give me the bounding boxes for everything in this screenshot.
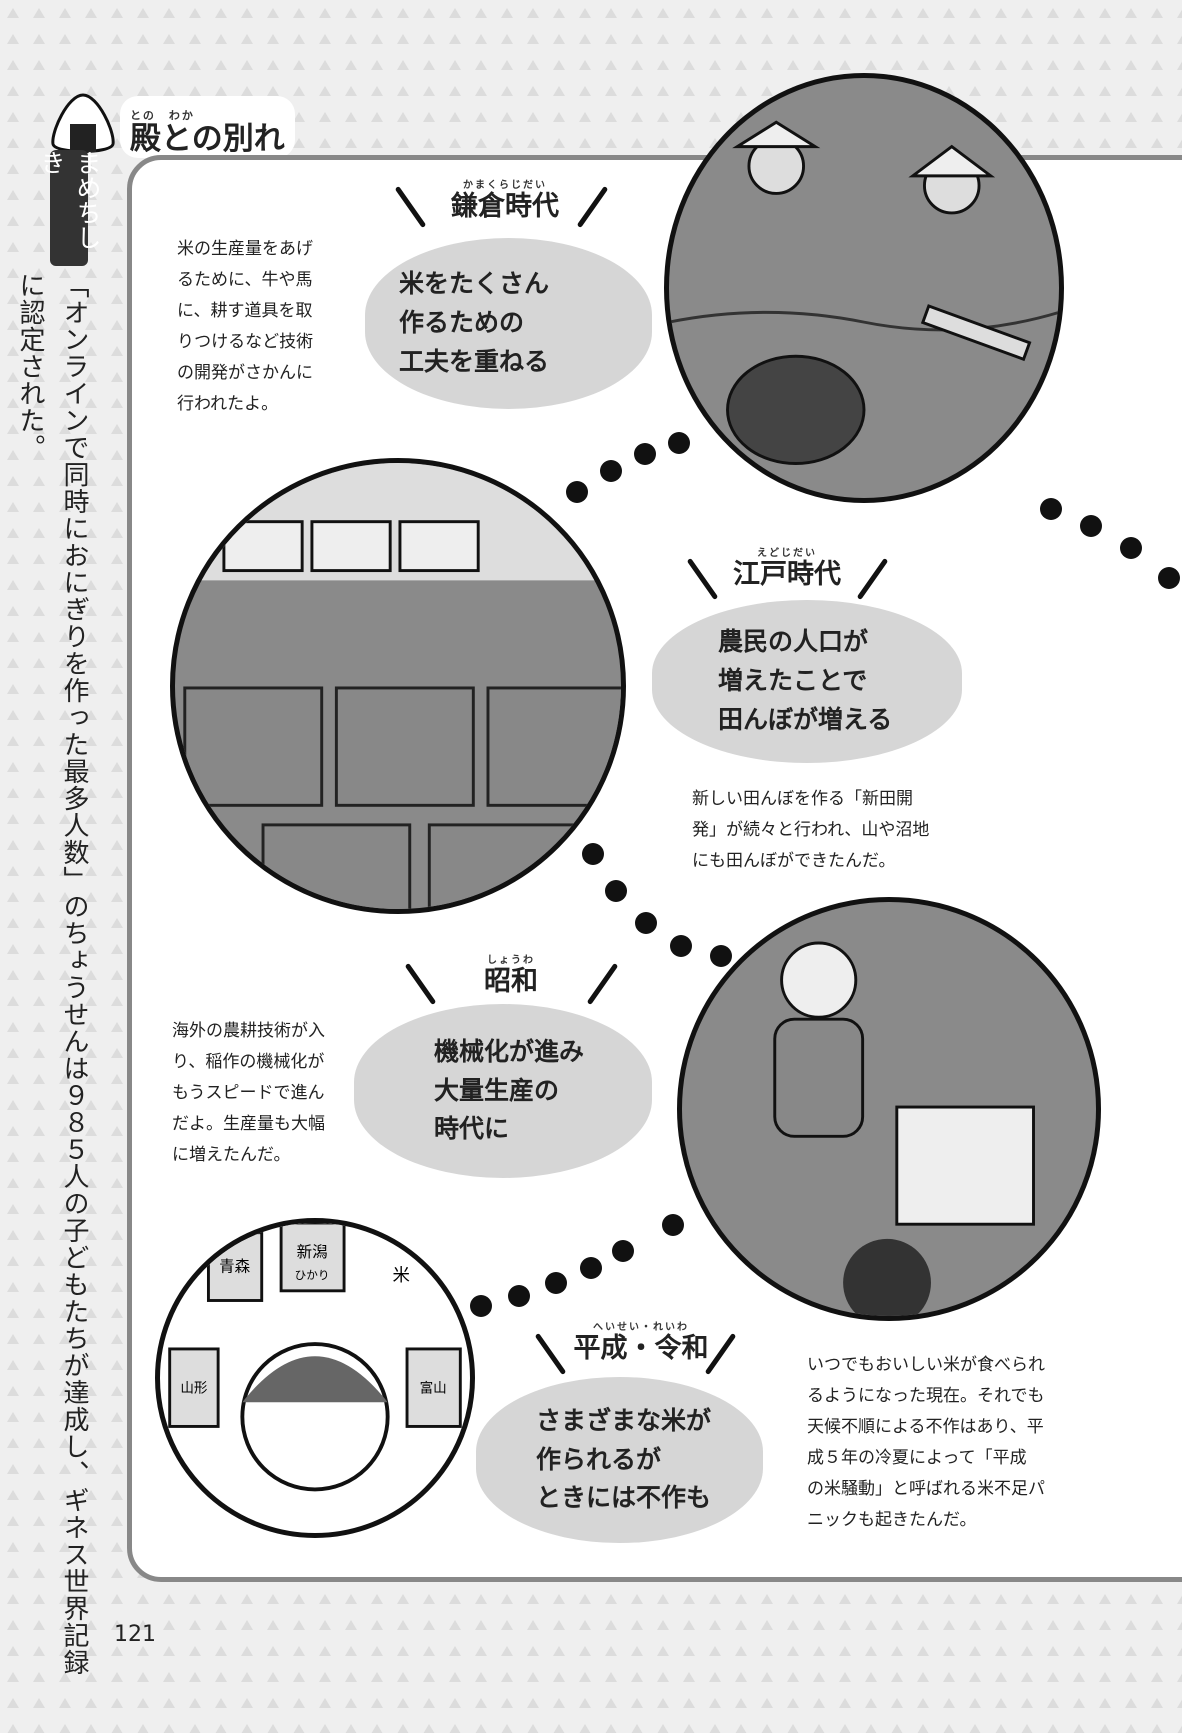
dot	[1040, 498, 1062, 520]
title-ruby: との わか	[130, 109, 195, 122]
era-name: 昭和	[484, 966, 538, 997]
dot	[580, 1257, 602, 1279]
callout-line: 工夫を重ねる	[399, 346, 550, 376]
text-line: りつけるなど技術	[177, 332, 314, 352]
text-line: いつでもおいしい米が食べられ	[807, 1355, 1045, 1375]
dot	[1080, 515, 1102, 537]
text-line: るために、牛や馬	[177, 270, 313, 290]
callout-cloud-kamakura: 米をたくさん 作るための 工夫を重ねる	[365, 238, 652, 409]
text-line: 発」が続々と行われ、山や沼地	[692, 820, 930, 840]
text-line: もうスピードで進ん	[172, 1083, 325, 1103]
label-niigata: 新潟	[297, 1243, 328, 1261]
callout-line: 田んぼが増える	[718, 704, 893, 734]
mamechishiki-badge: まめちしき	[37, 150, 102, 266]
label-yamagata: 山形	[180, 1381, 208, 1397]
callout-line: 米をたくさん	[399, 269, 550, 299]
text-line: にも田んぼができたんだ。	[692, 851, 896, 871]
showa-illustration	[677, 897, 1101, 1321]
callout-cloud-showa: 機械化が進み 大量生産の 時代に	[354, 1004, 652, 1178]
edo-illustration	[170, 458, 626, 914]
text-line: ニックも起きたんだ。	[807, 1510, 977, 1530]
label-aomori: 青森	[219, 1257, 251, 1275]
page-title: との わか 殿との別れ	[120, 96, 295, 159]
era-ruby: しょうわ	[487, 955, 535, 966]
onigiri-icon	[48, 92, 118, 156]
text-line: 新しい田んぼを作る「新田開	[692, 789, 913, 809]
label-toyama: 富山	[420, 1380, 447, 1397]
description-heisei: いつでもおいしい米が食べられるようになった現在。それでも天候不順による不作はあり…	[807, 1350, 1107, 1536]
era-title-edo: えどじだい江戸時代	[712, 548, 862, 588]
text-line: るようになった現在。それでも	[807, 1386, 1045, 1406]
dot	[612, 1240, 634, 1262]
era-name: 平成・令和	[573, 1333, 709, 1364]
trivia-text: 「オンラインで同時におにぎりを作った最多人数」のちょうせんは９８５人の子どもたち…	[15, 272, 89, 1676]
dot	[634, 443, 656, 465]
era-ruby: かまくらじだい	[463, 180, 547, 191]
description-showa: 海外の農耕技術が入り、稲作の機械化がもうスピードで進んだよ。生産量も大幅に増えた…	[172, 1016, 352, 1171]
dot	[605, 880, 627, 902]
callout-line: 時代に	[434, 1114, 510, 1144]
dot	[1158, 567, 1180, 589]
text-line: 天候不順による不作はあり、平	[807, 1417, 1044, 1437]
era-title-heisei-reiwa: へいせい・れいわ平成・令和	[556, 1322, 726, 1362]
callout-line: ときには不作も	[536, 1483, 712, 1513]
text-line: 海外の農耕技術が入	[172, 1021, 325, 1041]
dot	[470, 1295, 492, 1317]
text-line: の米騒動」と呼ばれる米不足パ	[807, 1479, 1045, 1499]
callout-line: 機械化が進み	[434, 1036, 585, 1066]
callout-line: 作るための	[399, 308, 525, 338]
callout-cloud-heisei: さまざまな米が 作られるが ときには不作も	[476, 1377, 763, 1543]
description-edo: 新しい田んぼを作る「新田開発」が続々と行われ、山や沼地にも田んぼができたんだ。	[692, 784, 992, 877]
callout-line: 増えたことで	[718, 666, 868, 696]
heisei-illustration: 青森 新潟 ひかり 米 山形 富山	[155, 1218, 475, 1538]
kamakura-illustration	[664, 73, 1064, 503]
description-kamakura: 米の生産量をあげるために、牛や馬に、耕す道具を取りつけるなど技術の開発がさかんに…	[177, 234, 347, 420]
callout-line: 農民の人口が	[718, 627, 869, 657]
dot	[1120, 537, 1142, 559]
dot	[566, 481, 588, 503]
text-line: に、耕す道具を取	[177, 301, 313, 321]
callout-line: さまざまな米が	[536, 1405, 712, 1435]
dot	[668, 432, 690, 454]
label-kome: 米	[393, 1266, 410, 1286]
era-ruby: へいせい・れいわ	[593, 1322, 689, 1333]
text-line: 行われたよ。	[177, 394, 279, 414]
dot	[710, 945, 732, 967]
callout-line: 作られるが	[536, 1444, 662, 1474]
text-line: だよ。生産量も大幅	[172, 1114, 325, 1134]
era-name: 鎌倉時代	[451, 191, 559, 222]
era-title-showa: しょうわ昭和	[436, 955, 586, 995]
callout-line: 大量生産の	[434, 1075, 560, 1105]
dot	[662, 1214, 684, 1236]
text-line: に増えたんだ。	[172, 1145, 291, 1165]
text-line: り、稲作の機械化が	[172, 1052, 325, 1072]
dot	[545, 1272, 567, 1294]
era-ruby: えどじだい	[757, 548, 817, 559]
dot	[635, 912, 657, 934]
dot	[508, 1285, 530, 1307]
era-title-kamakura: かまくらじだい鎌倉時代	[430, 180, 580, 220]
text-line: の開発がさかんに	[177, 363, 313, 383]
dot	[582, 843, 604, 865]
dot	[600, 460, 622, 482]
dot	[670, 935, 692, 957]
callout-cloud-edo: 農民の人口が 増えたことで 田んぼが増える	[652, 600, 962, 763]
page-number: 121	[114, 1622, 156, 1647]
title-text: 殿との別れ	[130, 121, 285, 158]
text-line: 米の生産量をあげ	[177, 239, 313, 259]
label-hikari: ひかり	[295, 1268, 330, 1282]
era-name: 江戸時代	[733, 559, 841, 590]
text-line: 成５年の冷夏によって「平成	[807, 1448, 1027, 1468]
